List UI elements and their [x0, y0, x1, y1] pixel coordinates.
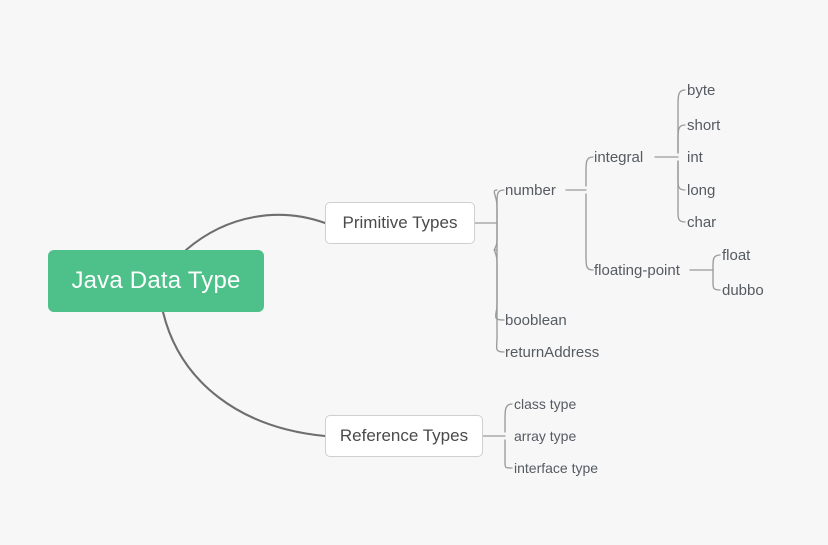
- edge-root-to-reference: [161, 310, 327, 438]
- edge-floating-spine-up: [712, 254, 721, 271]
- node-booblean-label: booblean: [505, 311, 567, 329]
- edge-primitive-spine: [493, 189, 505, 321]
- node-primitive-types-label: Primitive Types: [342, 213, 458, 232]
- node-byte-label: byte: [687, 81, 716, 99]
- node-interface-type-label: interface type: [514, 460, 599, 476]
- node-long[interactable]: long: [687, 180, 715, 200]
- edge-primitive-spine-bot: [495, 251, 505, 353]
- node-dubbo[interactable]: dubbo: [722, 280, 764, 300]
- node-int-label: int: [687, 148, 703, 166]
- edge-integral-spine-b: [677, 124, 686, 154]
- node-float[interactable]: float: [722, 245, 750, 265]
- edge-integral-spine-d: [677, 160, 686, 223]
- edge-floating-spine-down: [712, 269, 721, 291]
- node-array-type-label: array type: [514, 428, 577, 444]
- node-integral-label: integral: [594, 148, 644, 166]
- edge-number-spine-up: [585, 156, 594, 187]
- node-number[interactable]: number: [505, 180, 556, 200]
- node-long-label: long: [687, 181, 716, 199]
- edge-reference-spine-down: [504, 439, 513, 469]
- edge-number-spine-down: [585, 193, 594, 271]
- node-reference-types[interactable]: Reference Types: [325, 415, 483, 457]
- node-array-type[interactable]: array type: [514, 426, 576, 446]
- root-node-java-data-type[interactable]: Java Data Type: [48, 250, 264, 312]
- node-primitive-types[interactable]: Primitive Types: [325, 202, 475, 244]
- edge-primitive-spine-top: [496, 189, 505, 239]
- node-float-label: float: [722, 246, 751, 264]
- node-char[interactable]: char: [687, 212, 716, 232]
- node-booblean[interactable]: booblean: [505, 310, 567, 330]
- edge-reference-spine-up: [504, 403, 513, 433]
- node-class-type-label: class type: [514, 396, 577, 412]
- node-interface-type[interactable]: interface type: [514, 458, 598, 478]
- node-floating-point-label: floating-point: [594, 261, 680, 279]
- root-node-label: Java Data Type: [71, 267, 241, 294]
- node-return-address[interactable]: returnAddress: [505, 342, 599, 362]
- node-class-type[interactable]: class type: [514, 394, 576, 414]
- node-int[interactable]: int: [687, 147, 703, 167]
- edge-integral-spine-c: [677, 160, 686, 191]
- node-number-label: number: [505, 181, 556, 199]
- node-integral[interactable]: integral: [594, 147, 643, 167]
- edge-integral-spine-a: [677, 89, 686, 154]
- node-byte[interactable]: byte: [687, 80, 715, 100]
- node-dubbo-label: dubbo: [722, 281, 764, 299]
- node-short[interactable]: short: [687, 115, 720, 135]
- node-reference-types-label: Reference Types: [339, 426, 469, 445]
- node-floating-point[interactable]: floating-point: [594, 260, 680, 280]
- node-return-address-label: returnAddress: [505, 343, 600, 361]
- edge-root-to-primitive: [184, 213, 327, 252]
- node-short-label: short: [687, 116, 721, 134]
- node-char-label: char: [687, 213, 717, 231]
